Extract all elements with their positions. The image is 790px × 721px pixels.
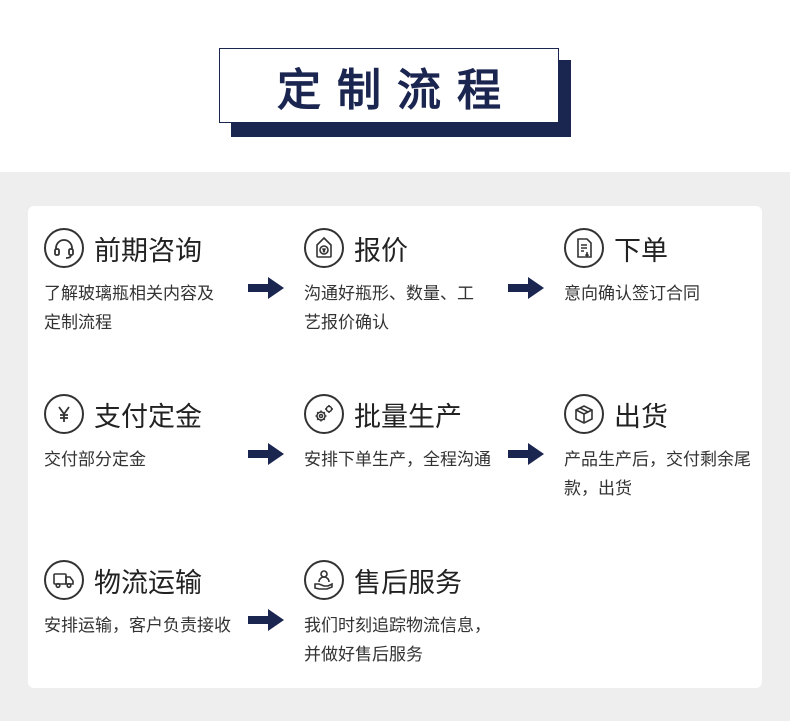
step-description: 交付部分定金	[44, 450, 146, 470]
arrow-right-icon	[248, 443, 284, 465]
gears-icon	[304, 394, 344, 434]
step-title: 出货	[614, 401, 668, 433]
step-title: 报价	[354, 235, 408, 267]
process-card: 前期咨询 了解玻璃瓶相关内容及定制流程 报价 沟通好瓶形、数量、工艺报价确认 下…	[28, 206, 762, 688]
step-quotation: 报价 沟通好瓶形、数量、工艺报价确认	[304, 226, 509, 338]
title-box: 定制流程	[219, 48, 559, 123]
step-deposit: 支付定金 交付部分定金	[44, 392, 249, 475]
step-title: 物流运输	[94, 567, 202, 599]
step-description: 意向确认签订合同	[564, 284, 700, 304]
step-title: 下单	[614, 235, 668, 267]
arrow-right-icon	[248, 609, 284, 631]
step-description: 了解玻璃瓶相关内容及定制流程	[44, 284, 214, 333]
service-hand-icon	[304, 560, 344, 600]
step-consultation: 前期咨询 了解玻璃瓶相关内容及定制流程	[44, 226, 249, 338]
step-description: 安排下单生产，全程沟通	[304, 450, 491, 470]
page-title: 定制流程	[277, 64, 517, 116]
step-logistics: 物流运输 安排运输，客户负责接收	[44, 558, 249, 641]
document-icon	[564, 228, 604, 268]
truck-icon	[44, 560, 84, 600]
step-aftersales: 售后服务 我们时刻追踪物流信息，并做好售后服务	[304, 558, 509, 670]
step-title: 支付定金	[94, 401, 202, 433]
title-banner: 定制流程	[219, 48, 573, 138]
step-production: 批量生产 安排下单生产，全程沟通	[304, 392, 509, 475]
step-description: 安排运输，客户负责接收	[44, 616, 231, 636]
step-shipment: 出货 产品生产后，交付剩余尾款，出货	[564, 392, 769, 504]
header-area: 定制流程	[0, 0, 790, 172]
headset-icon	[44, 228, 84, 268]
step-order: 下单 意向确认签订合同	[564, 226, 769, 309]
box-icon	[564, 394, 604, 434]
step-description: 沟通好瓶形、数量、工艺报价确认	[304, 284, 474, 333]
price-tag-icon	[304, 228, 344, 268]
arrow-right-icon	[248, 277, 284, 299]
arrow-right-icon	[508, 277, 544, 299]
step-title: 前期咨询	[94, 235, 202, 267]
arrow-right-icon	[508, 443, 544, 465]
yen-icon	[44, 394, 84, 434]
step-title: 售后服务	[354, 567, 462, 599]
step-description: 我们时刻追踪物流信息，并做好售后服务	[304, 616, 491, 665]
step-description: 产品生产后，交付剩余尾款，出货	[564, 450, 751, 499]
step-title: 批量生产	[354, 401, 462, 433]
